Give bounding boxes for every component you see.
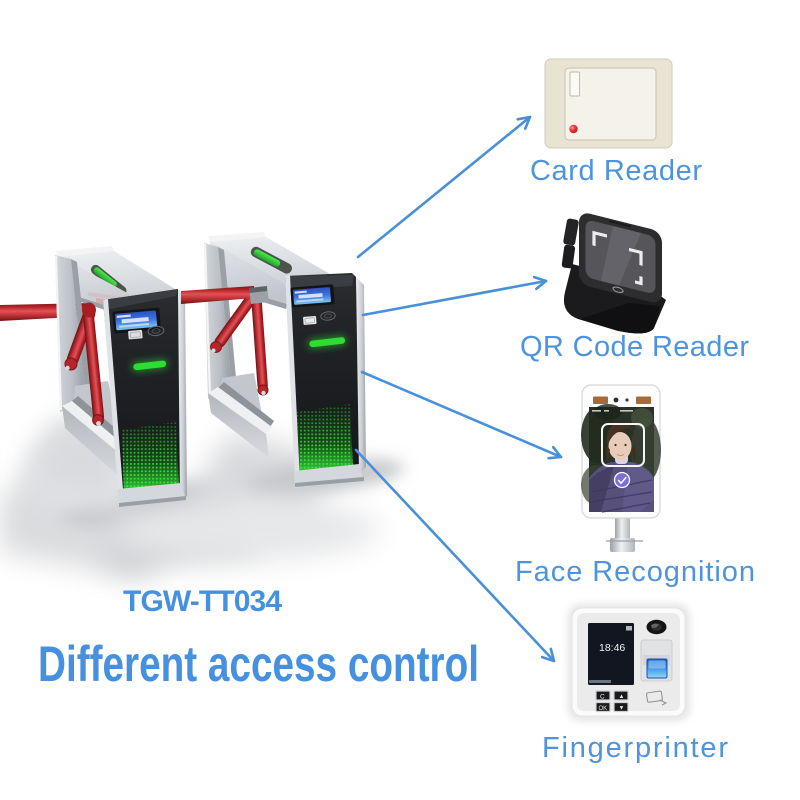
svg-text:QR Code Reader: QR Code Reader [520,331,749,363]
svg-text:TGW-TT034: TGW-TT034 [123,585,282,618]
svg-text:18:46: 18:46 [599,642,625,654]
svg-text:▼: ▼ [619,706,625,712]
svg-text:Card Reader: Card Reader [530,155,702,187]
svg-text:C: C [600,694,605,701]
svg-text:OK: OK [599,706,608,712]
svg-text:▲: ▲ [619,694,625,700]
svg-text:Face Recognition: Face Recognition [515,556,755,588]
svg-text:Fingerprinter: Fingerprinter [542,732,728,764]
svg-text:Different access control: Different access control [38,636,479,692]
